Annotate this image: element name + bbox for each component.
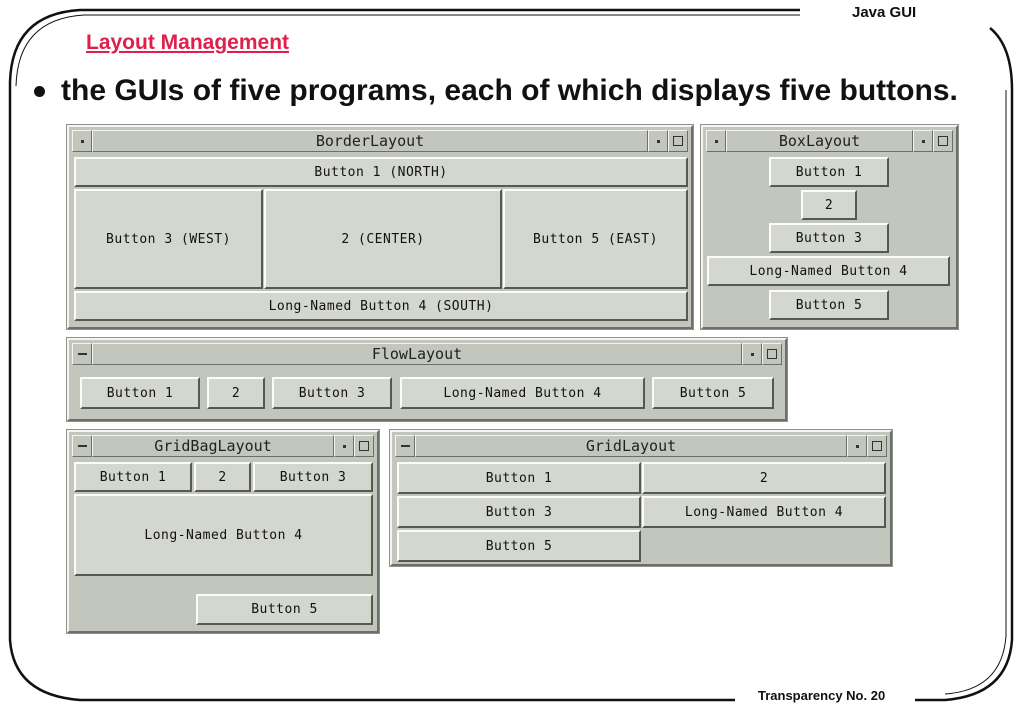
flowlayout-content: Button 1 2 Button 3 Long-Named Button 4 … (72, 367, 782, 416)
maximize-icon[interactable] (867, 435, 887, 457)
minimize-icon[interactable] (334, 435, 354, 457)
maximize-icon[interactable] (354, 435, 374, 457)
borderlayout-titlebar[interactable]: BorderLayout (72, 130, 688, 152)
boxlayout-titlebar[interactable]: BoxLayout (706, 130, 953, 152)
minimize-icon[interactable] (847, 435, 867, 457)
box-button-2[interactable]: 2 (801, 190, 857, 220)
gridlayout-content: Button 1 2 Button 3 Long-Named Button 4 … (395, 459, 887, 562)
flowlayout-titlebar[interactable]: FlowLayout (72, 343, 782, 365)
box-button-1[interactable]: Button 1 (769, 157, 889, 187)
bullet-item: the GUIs of five programs, each of which… (34, 74, 958, 108)
slide-title: Layout Management (86, 31, 290, 54)
flow-button-3[interactable]: Button 3 (272, 377, 392, 409)
minimize-icon[interactable] (648, 130, 668, 152)
box-button-5[interactable]: Button 5 (769, 290, 889, 320)
maximize-icon[interactable] (933, 130, 953, 152)
grid-button-4[interactable]: Long-Named Button 4 (642, 496, 886, 528)
grid-button-1[interactable]: Button 1 (397, 462, 641, 494)
boxlayout-content: Button 1 2 Button 3 Long-Named Button 4 … (706, 154, 953, 324)
button-north[interactable]: Button 1 (NORTH) (74, 157, 688, 187)
bullet-dot-icon (34, 85, 45, 97)
gridbag-button-5[interactable]: Button 5 (196, 594, 373, 625)
maximize-icon[interactable] (668, 130, 688, 152)
window-menu-icon[interactable] (72, 343, 92, 365)
window-menu-icon[interactable] (72, 435, 92, 457)
flow-button-1[interactable]: Button 1 (80, 377, 200, 409)
gridlayout-title: GridLayout (415, 435, 847, 457)
flow-button-5[interactable]: Button 5 (652, 377, 774, 409)
boxlayout-title: BoxLayout (726, 130, 913, 152)
gridbaglayout-content: Button 1 2 Button 3 Long-Named Button 4 … (72, 459, 374, 628)
footer-label: Transparency No. 20 (752, 688, 892, 703)
header-right-label: Java GUI (852, 4, 917, 21)
gridbag-button-4[interactable]: Long-Named Button 4 (74, 494, 373, 576)
window-menu-icon[interactable] (706, 130, 726, 152)
window-menu-icon[interactable] (395, 435, 415, 457)
gridbaglayout-window: GridBagLayout Button 1 2 Button 3 Long-N… (66, 429, 380, 634)
button-east[interactable]: Button 5 (EAST) (503, 189, 688, 289)
gridbag-button-2[interactable]: 2 (194, 462, 251, 492)
grid-button-3[interactable]: Button 3 (397, 496, 641, 528)
gridbaglayout-titlebar[interactable]: GridBagLayout (72, 435, 374, 457)
button-south[interactable]: Long-Named Button 4 (SOUTH) (74, 291, 688, 321)
gridlayout-window: GridLayout Button 1 2 Button 3 Long-Name… (389, 429, 893, 567)
borderlayout-window: BorderLayout Button 1 (NORTH) Button 3 (… (66, 124, 694, 330)
button-west[interactable]: Button 3 (WEST) (74, 189, 263, 289)
bullet-text: the GUIs of five programs, each of which… (61, 74, 958, 107)
button-center[interactable]: 2 (CENTER) (264, 189, 502, 289)
box-button-3[interactable]: Button 3 (769, 223, 889, 253)
window-menu-icon[interactable] (72, 130, 92, 152)
box-button-4[interactable]: Long-Named Button 4 (707, 256, 950, 286)
flowlayout-title: FlowLayout (92, 343, 742, 365)
minimize-icon[interactable] (913, 130, 933, 152)
maximize-icon[interactable] (762, 343, 782, 365)
borderlayout-content: Button 1 (NORTH) Button 3 (WEST) 2 (CENT… (72, 154, 688, 324)
boxlayout-window: BoxLayout Button 1 2 Button 3 Long-Named… (700, 124, 959, 330)
flow-button-2[interactable]: 2 (207, 377, 265, 409)
gridlayout-titlebar[interactable]: GridLayout (395, 435, 887, 457)
borderlayout-title: BorderLayout (92, 130, 648, 152)
grid-button-2[interactable]: 2 (642, 462, 886, 494)
grid-button-5[interactable]: Button 5 (397, 530, 641, 562)
flow-button-4[interactable]: Long-Named Button 4 (400, 377, 645, 409)
gridbaglayout-title: GridBagLayout (92, 435, 334, 457)
minimize-icon[interactable] (742, 343, 762, 365)
gridbag-button-1[interactable]: Button 1 (74, 462, 192, 492)
flowlayout-window: FlowLayout Button 1 2 Button 3 Long-Name… (66, 337, 788, 422)
gridbag-button-3[interactable]: Button 3 (253, 462, 373, 492)
